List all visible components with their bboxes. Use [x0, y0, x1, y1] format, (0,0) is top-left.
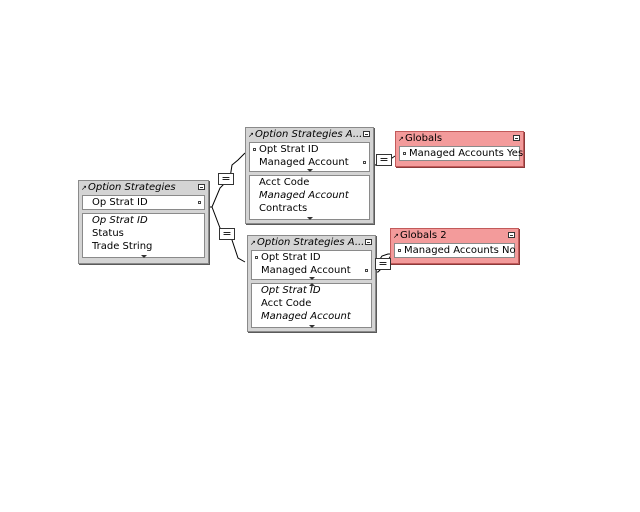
table-title: Option Strategies A...	[255, 129, 363, 140]
table-globals-2[interactable]: ↗ Globals 2 Managed Accounts No	[390, 228, 519, 264]
pin-icon: ↗	[248, 131, 254, 139]
field-item[interactable]: Op Strat ID	[92, 215, 148, 226]
scroll-down-icon[interactable]	[306, 169, 313, 172]
match-field[interactable]: Opt Strat ID	[252, 251, 371, 264]
equals-operator-icon[interactable]: =	[219, 228, 235, 240]
collapse-icon[interactable]	[513, 135, 520, 141]
collapse-icon[interactable]	[363, 131, 370, 137]
key-icon	[365, 269, 368, 272]
match-field[interactable]: Managed Accounts No	[395, 244, 516, 257]
scroll-up-icon[interactable]	[308, 283, 315, 286]
field-item[interactable]: Contracts	[259, 203, 308, 214]
pin-icon: ↗	[250, 239, 256, 247]
pin-icon: ↗	[398, 135, 404, 143]
equals-operator-icon[interactable]: =	[218, 173, 234, 185]
table-option-strategies-account-2[interactable]: ↗ Option Strategies A... Opt Strat ID Ma…	[247, 235, 376, 332]
field-item[interactable]: Managed Account	[259, 190, 349, 201]
pin-icon: ↗	[81, 184, 87, 192]
collapse-icon[interactable]	[365, 239, 372, 245]
key-icon	[398, 249, 401, 252]
field-item[interactable]: Status	[92, 228, 124, 239]
scroll-down-icon[interactable]	[306, 217, 313, 220]
key-icon	[253, 148, 256, 151]
match-field[interactable]: Opt Strat ID	[250, 143, 369, 156]
field-item[interactable]: Acct Code	[259, 177, 310, 188]
key-icon	[255, 256, 258, 259]
table-title: Globals 2	[400, 230, 447, 241]
equals-operator-icon[interactable]: =	[375, 258, 391, 270]
match-field[interactable]: Managed Account	[252, 264, 371, 277]
field-item[interactable]: Acct Code	[261, 298, 312, 309]
key-icon	[403, 152, 406, 155]
equals-operator-icon[interactable]: =	[376, 154, 392, 166]
key-icon	[363, 161, 366, 164]
field-item[interactable]: Trade String	[92, 241, 153, 252]
match-field[interactable]: Op Strat ID	[83, 196, 204, 209]
scroll-down-icon[interactable]	[140, 255, 147, 258]
table-title: Option Strategies A...	[257, 237, 365, 248]
table-title: Option Strategies	[88, 182, 176, 193]
match-field[interactable]: Managed Accounts Yes	[400, 147, 523, 160]
scroll-down-icon[interactable]	[308, 277, 315, 280]
table-option-strategies-account-1[interactable]: ↗ Option Strategies A... Opt Strat ID Ma…	[245, 127, 374, 224]
table-option-strategies[interactable]: ↗ Option Strategies Op Strat ID Op Strat…	[78, 180, 209, 264]
table-globals[interactable]: ↗ Globals Managed Accounts Yes	[395, 131, 524, 167]
table-title: Globals	[405, 133, 443, 144]
key-icon	[198, 201, 201, 204]
pin-icon: ↗	[393, 232, 399, 240]
field-item[interactable]: Opt Strat ID	[261, 285, 321, 296]
scroll-down-icon[interactable]	[308, 325, 315, 328]
collapse-icon[interactable]	[508, 232, 515, 238]
field-item[interactable]: Managed Account	[261, 311, 351, 322]
match-field[interactable]: Managed Account	[250, 156, 369, 169]
collapse-icon[interactable]	[198, 184, 205, 190]
